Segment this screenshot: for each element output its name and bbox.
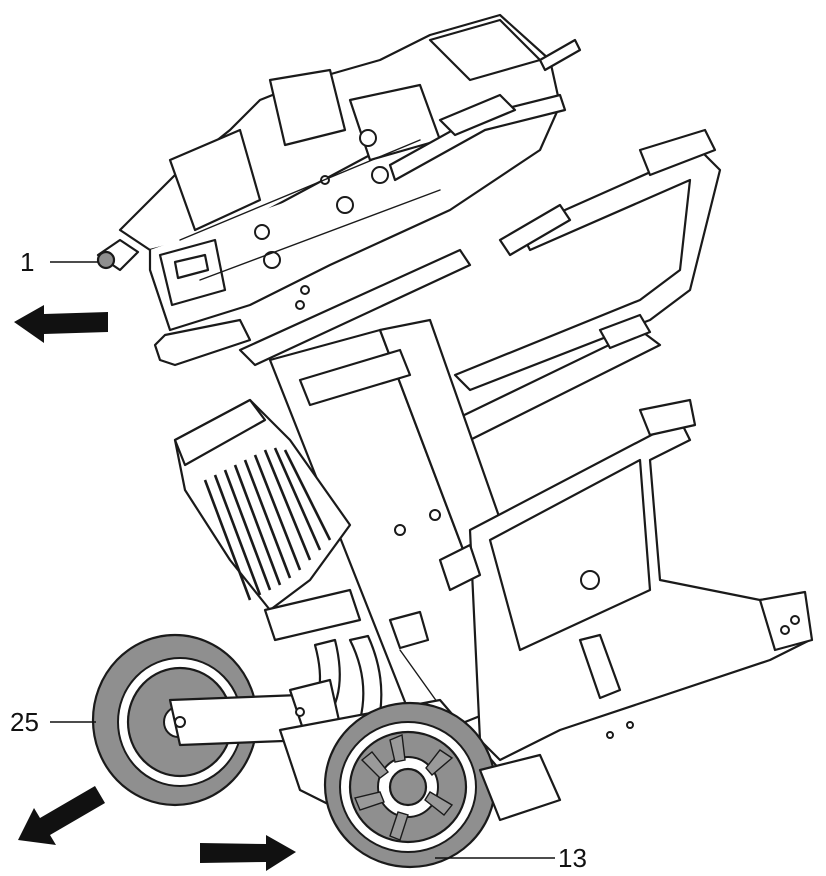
callout-25: 25 bbox=[10, 707, 39, 737]
front-bar bbox=[153, 318, 252, 367]
motor bbox=[173, 398, 362, 642]
arrow-left-icon bbox=[14, 305, 108, 343]
head-unit bbox=[96, 13, 582, 332]
callout-1: 1 bbox=[20, 247, 34, 277]
arrow-down-left-icon bbox=[18, 786, 105, 845]
base-frame bbox=[438, 398, 814, 762]
rear-wheel bbox=[91, 633, 342, 807]
front-wheel bbox=[278, 698, 502, 869]
arrow-right-icon bbox=[200, 835, 296, 871]
base-plate bbox=[478, 753, 562, 822]
callout-13: 13 bbox=[558, 843, 587, 873]
